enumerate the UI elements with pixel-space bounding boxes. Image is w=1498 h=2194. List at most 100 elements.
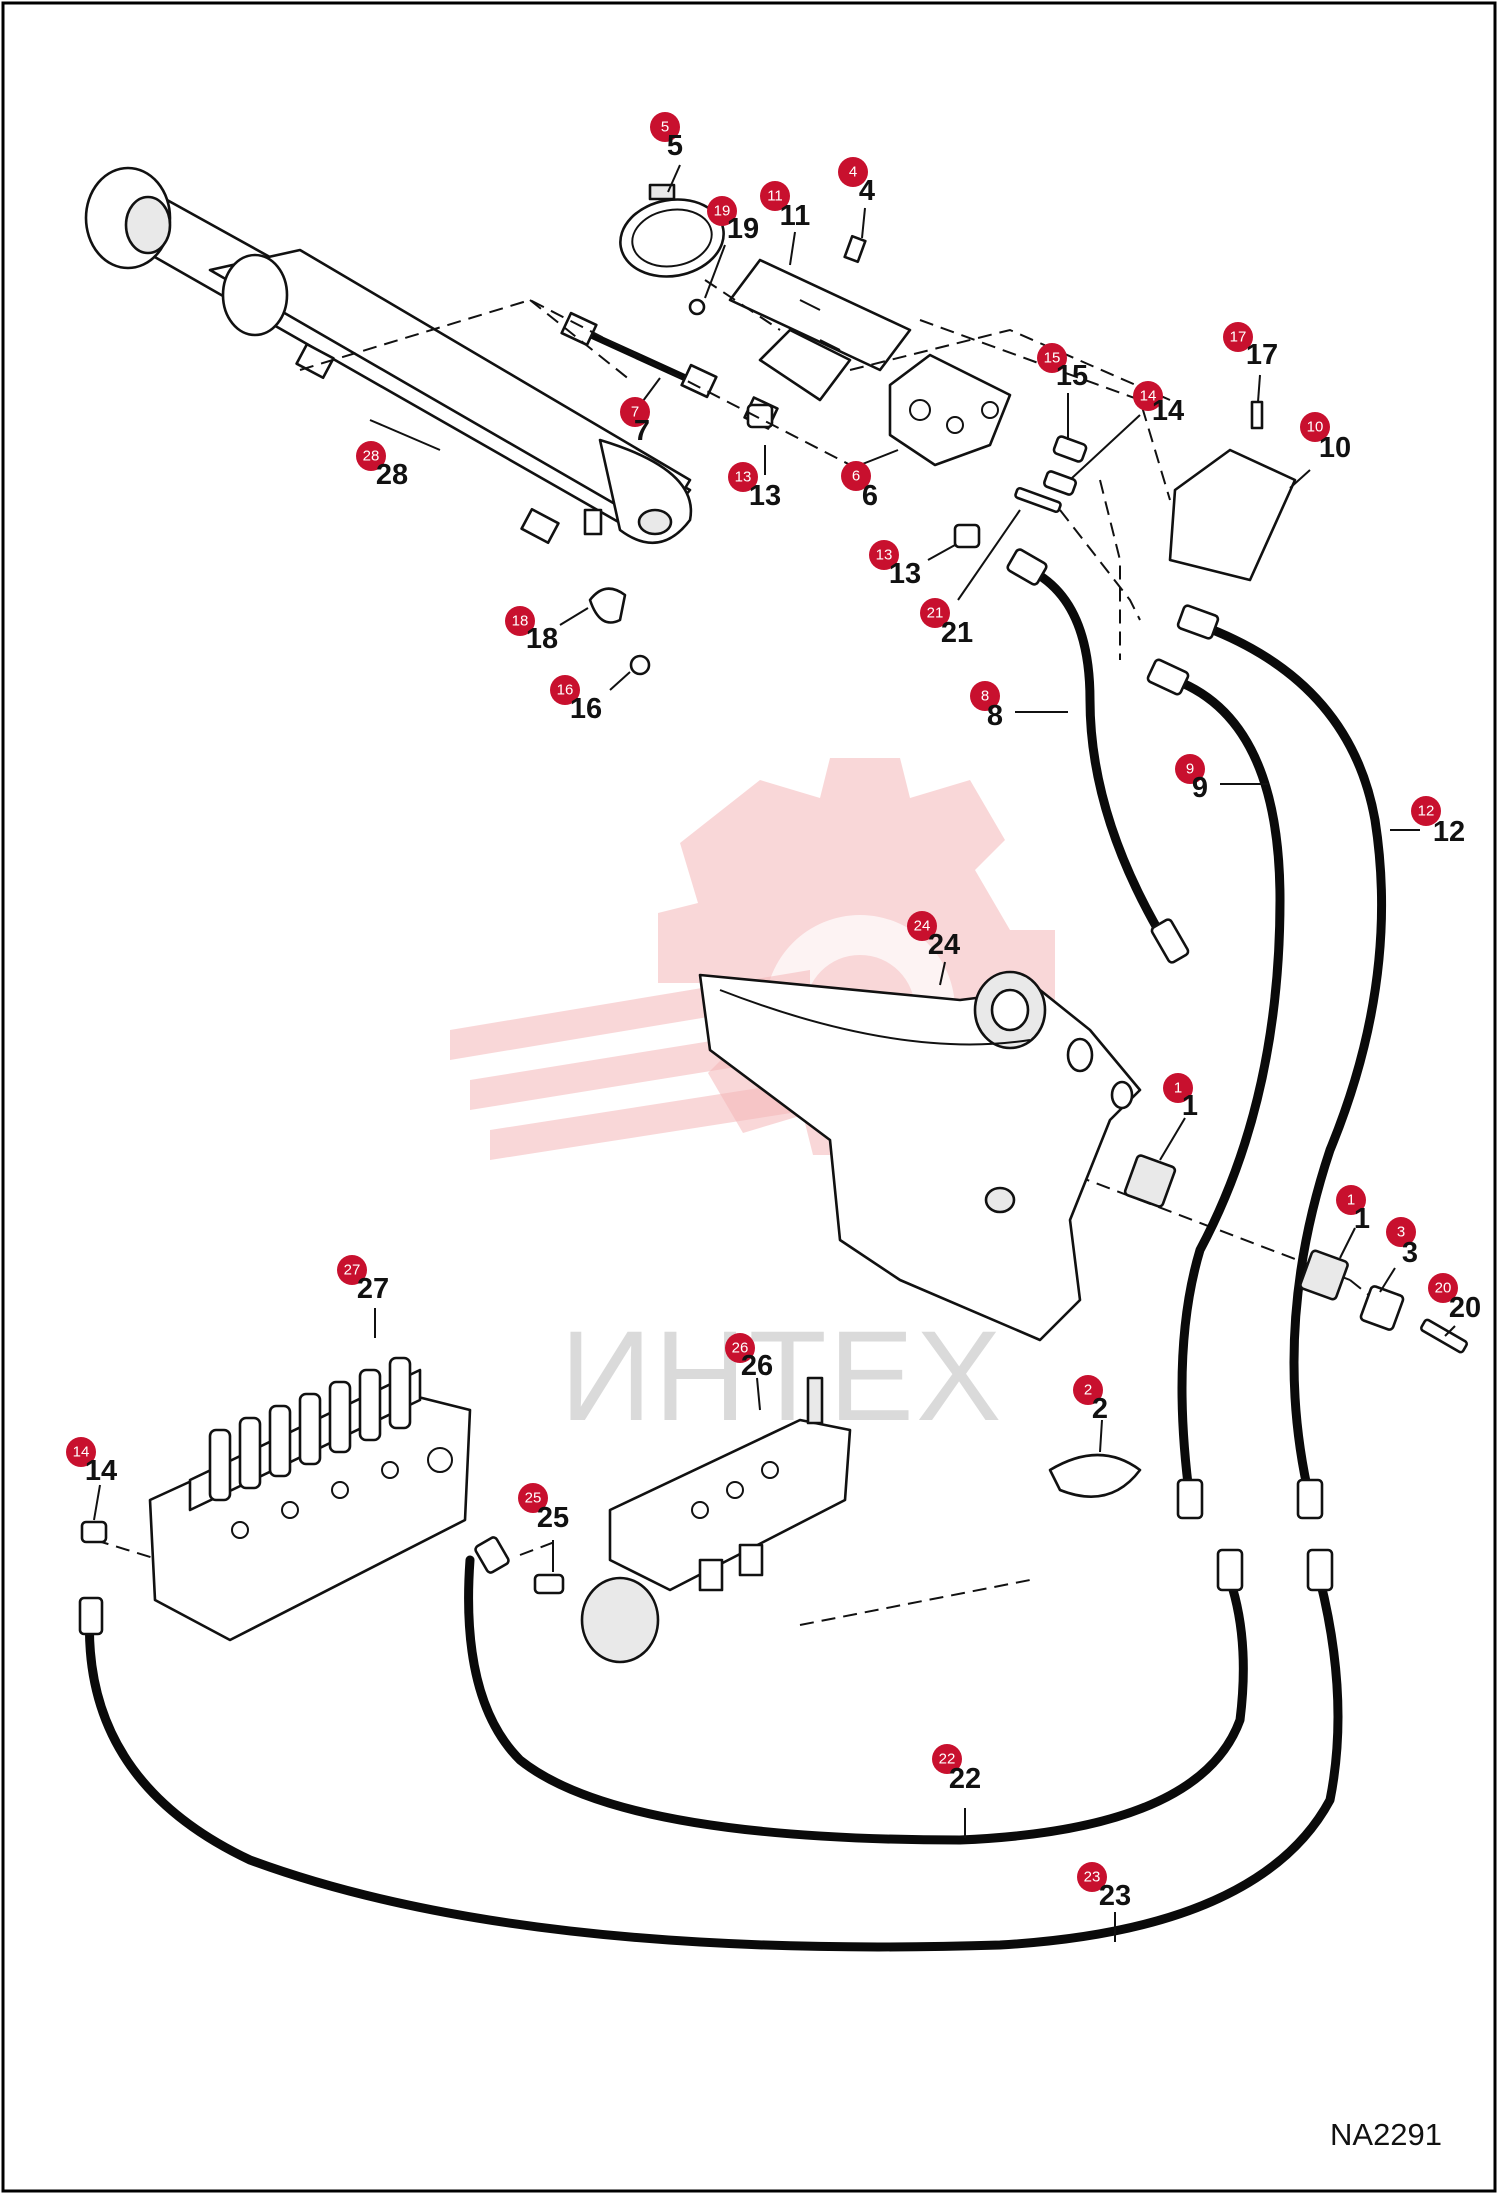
fitting-13-upper [746, 403, 774, 429]
control-valve [148, 1356, 472, 1642]
svg-text:13: 13 [735, 469, 752, 486]
callout-13-upper[interactable]: 13 13 [728, 462, 781, 512]
svg-text:23: 23 [1084, 1869, 1101, 1886]
phantom-lines [94, 279, 1401, 1626]
svg-text:25: 25 [537, 1502, 569, 1534]
callout-1-upper[interactable]: 1 1 [1163, 1073, 1198, 1122]
svg-text:17: 17 [1230, 329, 1247, 346]
svg-text:1: 1 [1347, 1192, 1355, 1209]
svg-text:5: 5 [661, 119, 669, 136]
callout-17[interactable]: 17 17 [1223, 322, 1278, 371]
screw [843, 234, 867, 264]
callout-12[interactable]: 12 12 [1411, 796, 1465, 848]
svg-text:6: 6 [862, 480, 878, 512]
svg-text:14: 14 [1152, 395, 1184, 427]
svg-text:14: 14 [85, 1455, 117, 1487]
bolt-20 [1420, 1318, 1468, 1354]
fitting-14-lower [80, 1520, 108, 1544]
callout-27[interactable]: 27 27 [337, 1255, 389, 1305]
callout-18[interactable]: 18 18 [505, 606, 558, 655]
svg-text:9: 9 [1186, 761, 1194, 778]
svg-text:24: 24 [928, 929, 960, 961]
callout-24[interactable]: 24 24 [907, 911, 960, 961]
svg-text:15: 15 [1044, 350, 1061, 367]
callout-9[interactable]: 9 9 [1175, 754, 1208, 804]
svg-text:24: 24 [914, 918, 931, 935]
svg-text:10: 10 [1319, 432, 1351, 464]
callout-1-lower[interactable]: 1 1 [1336, 1185, 1370, 1235]
svg-text:11: 11 [780, 200, 811, 232]
svg-text:27: 27 [357, 1273, 389, 1305]
svg-text:26: 26 [741, 1350, 773, 1382]
callout-15[interactable]: 15 15 [1037, 343, 1088, 392]
svg-text:16: 16 [570, 693, 602, 725]
callout-21[interactable]: 21 21 [920, 598, 973, 649]
svg-text:18: 18 [512, 613, 529, 630]
callout-5[interactable]: 5 5 [650, 112, 683, 162]
callout-7[interactable]: 7 7 [620, 397, 650, 447]
bolt-17 [1250, 400, 1264, 430]
relief-valve-block [608, 1376, 852, 1592]
callout-25[interactable]: 25 25 [518, 1483, 569, 1534]
svg-text:3: 3 [1397, 1224, 1405, 1241]
mount-bracket [698, 970, 1142, 1342]
svg-text:2: 2 [1092, 1393, 1108, 1425]
callout-4[interactable]: 4 4 [838, 157, 875, 207]
bolt-21 [1014, 486, 1062, 514]
callout-16[interactable]: 16 16 [550, 675, 602, 725]
valve-block [888, 353, 1012, 467]
svg-text:19: 19 [714, 203, 731, 220]
valve-bracket [728, 258, 912, 402]
clamp-plate [1359, 1285, 1405, 1331]
fitting-14-upper [1042, 470, 1078, 496]
svg-text:15: 15 [1056, 360, 1088, 392]
callout-23[interactable]: 23 23 [1077, 1862, 1131, 1912]
callout-14-lower[interactable]: 14 14 [66, 1437, 117, 1487]
svg-text:13: 13 [749, 480, 781, 512]
callout-10[interactable]: 10 10 [1300, 412, 1351, 464]
svg-text:22: 22 [949, 1763, 981, 1795]
callout-28[interactable]: 28 28 [356, 441, 408, 491]
svg-text:17: 17 [1246, 339, 1278, 371]
callout-22[interactable]: 22 22 [932, 1744, 981, 1795]
svg-text:11: 11 [767, 188, 783, 205]
leader-lines [93, 164, 1456, 1942]
svg-text:28: 28 [376, 459, 408, 491]
svg-text:13: 13 [876, 547, 893, 564]
svg-text:27: 27 [344, 1262, 361, 1279]
callout-3[interactable]: 3 3 [1386, 1217, 1418, 1269]
callout-6[interactable]: 6 6 [841, 461, 878, 512]
callout-14-upper[interactable]: 14 14 [1133, 381, 1184, 427]
callout-2[interactable]: 2 2 [1073, 1375, 1108, 1425]
svg-text:18: 18 [526, 623, 558, 655]
svg-text:14: 14 [1140, 388, 1157, 405]
svg-text:12: 12 [1418, 803, 1435, 820]
svg-text:10: 10 [1307, 419, 1324, 436]
diagram-code: NA2291 [1330, 2117, 1442, 2152]
fitting-25 [533, 1573, 565, 1595]
watermark-text: ИНТЕХ [560, 1305, 1003, 1448]
callout-19[interactable]: 19 19 [707, 196, 759, 245]
accumulator [580, 1576, 660, 1664]
callout-11[interactable]: 11 11 [760, 181, 810, 232]
svg-text:2: 2 [1084, 1382, 1092, 1399]
svg-text:23: 23 [1099, 1880, 1131, 1912]
svg-text:20: 20 [1449, 1292, 1481, 1324]
svg-text:28: 28 [363, 448, 380, 465]
svg-text:20: 20 [1435, 1280, 1452, 1297]
callout-8[interactable]: 8 8 [970, 681, 1003, 732]
fitting-13-lower [953, 523, 981, 549]
callout-20[interactable]: 20 20 [1428, 1273, 1481, 1324]
svg-text:7: 7 [631, 404, 639, 421]
svg-text:25: 25 [525, 1490, 542, 1507]
callout-13-lower[interactable]: 13 13 [869, 540, 921, 590]
hoses-upper [1006, 548, 1387, 1520]
band-clamp [619, 183, 725, 278]
svg-text:8: 8 [981, 688, 989, 705]
svg-text:1: 1 [1354, 1203, 1370, 1235]
callout-26[interactable]: 26 26 [725, 1333, 773, 1382]
fitting-15 [1052, 435, 1088, 463]
svg-text:19: 19 [727, 213, 759, 245]
